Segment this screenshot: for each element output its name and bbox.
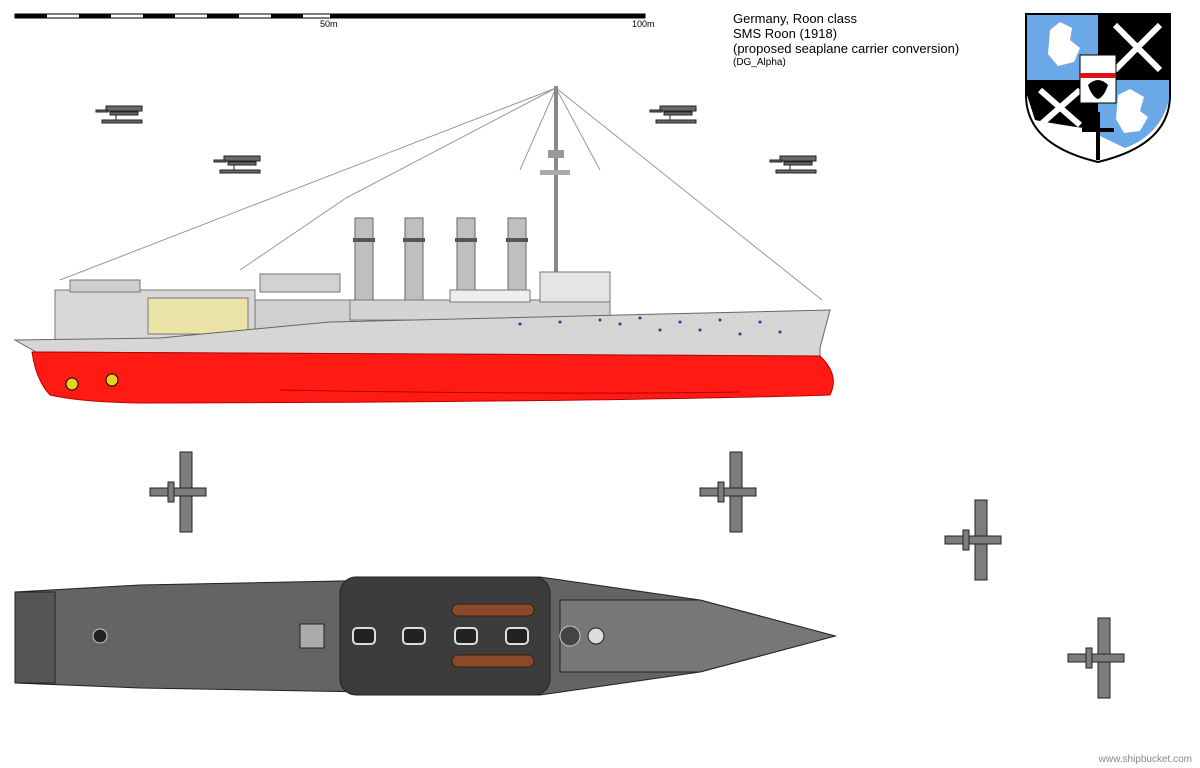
ship-name-label: SMS Roon (1918)	[733, 26, 838, 41]
scale-label-100: 100m	[632, 19, 655, 29]
ship-top-view	[14, 576, 837, 696]
ship-side-profile	[13, 86, 834, 404]
shipbucket-watermark: www.shipbucket.com	[1098, 754, 1192, 765]
coat-of-arms-icon	[1025, 13, 1171, 164]
title-block: Germany, Roon class SMS Roon (1918) (pro…	[733, 11, 959, 69]
scale-label-50: 50m	[320, 19, 338, 29]
scale-bar	[14, 13, 646, 19]
seaplane-icon	[149, 451, 1125, 699]
country-class-label: Germany, Roon class	[733, 11, 858, 26]
author-label: (DG_Alpha)	[733, 57, 786, 68]
conversion-label: (proposed seaplane carrier conversion)	[733, 41, 960, 56]
seaplane-icon	[95, 105, 817, 174]
